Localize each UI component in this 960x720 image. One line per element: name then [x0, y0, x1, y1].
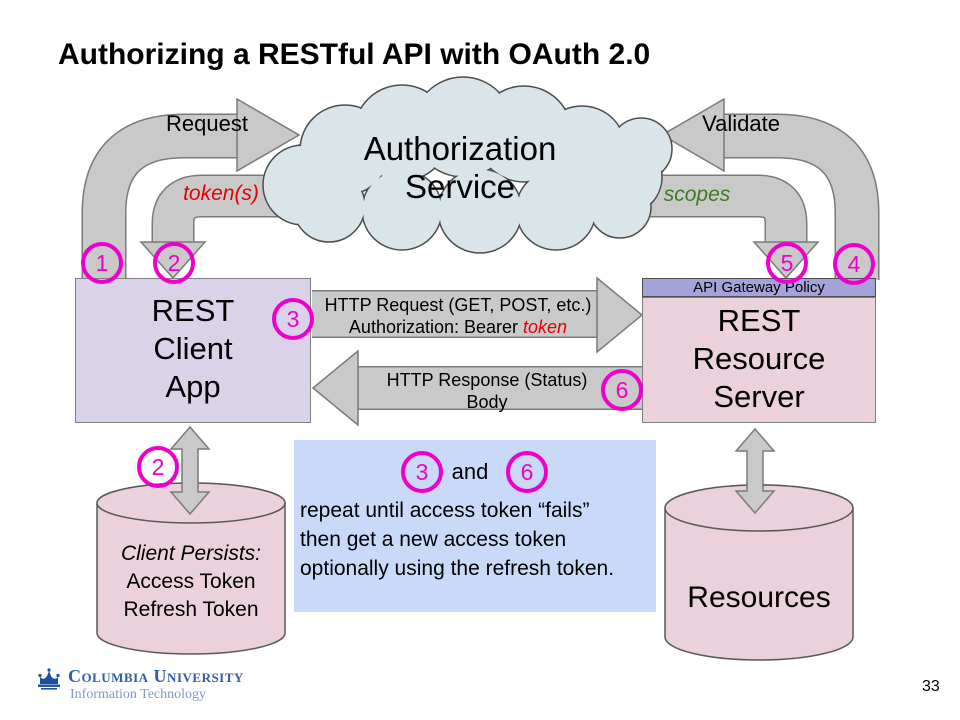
columbia-wordmark: Columbia University [68, 666, 244, 686]
step-marker-3-note: 3 [401, 451, 443, 493]
validate-label: Validate [702, 111, 780, 136]
validate-arrow [660, 97, 880, 280]
note-line3: optionally using the refresh token. [300, 557, 615, 580]
http-response-line2: Body [466, 392, 508, 412]
client-store-double-arrow [169, 425, 211, 516]
step-marker-2-persist: 2 [137, 446, 179, 488]
request-arrow [81, 97, 301, 280]
resources-cylinder [664, 484, 854, 661]
step-marker-6: 6 [601, 369, 643, 411]
client-store-line2: Access Token [126, 570, 256, 593]
step-marker-5-number: 5 [780, 249, 794, 276]
http-request-line2: Authorization: Bearer token [325, 316, 592, 338]
note-line2: then get a new access token [300, 528, 567, 551]
columbia-logo: Columbia University Information Technolo… [36, 666, 244, 703]
step-marker-6-note-number: 6 [520, 458, 534, 485]
columbia-dept: Information Technology [70, 687, 207, 702]
note-panel [294, 440, 656, 612]
bearer-prefix: Authorization: Bearer [348, 317, 524, 337]
client-store-line1: Client Persists: [120, 542, 262, 565]
cloud-label: Authorization Service [364, 130, 557, 206]
client-line3: App [165, 369, 221, 404]
client-app-box: REST Client App [75, 278, 311, 423]
step-marker-6-number: 6 [615, 376, 629, 403]
server-line1: REST [717, 303, 801, 338]
step-marker-4-number: 4 [847, 250, 861, 277]
client-app-label: REST Client App [76, 279, 310, 406]
scopes-label: scopes [663, 183, 731, 206]
step-marker-3-number: 3 [286, 305, 300, 332]
step-marker-3-note-number: 3 [415, 458, 429, 485]
note-text: repeat until access token “fails” then g… [300, 496, 652, 583]
http-request-line1: HTTP Request (GET, POST, etc.) [324, 295, 592, 315]
server-line3: Server [713, 379, 805, 414]
step-marker-1-number: 1 [95, 249, 109, 276]
tokens-label: token(s) [183, 182, 259, 205]
step-marker-4: 4 [833, 243, 875, 285]
page-number: 33 [922, 678, 940, 695]
resource-server-box: REST Resource Server [642, 297, 876, 423]
client-store-label: Client Persists: Access Token Refresh To… [97, 540, 285, 624]
slide-title: Authorizing a RESTful API with OAuth 2.0 [58, 38, 651, 71]
server-line2: Resource [692, 341, 826, 376]
http-response-label: HTTP Response (Status) Body [387, 369, 588, 413]
bearer-token-text: token [523, 317, 568, 337]
cloud-label-line1: Authorization [363, 130, 557, 167]
server-resources-double-arrow [734, 427, 776, 515]
http-request-label: HTTP Request (GET, POST, etc.) Authoriza… [325, 294, 592, 338]
cloud-label-line2: Service [404, 168, 516, 205]
http-request-arrow [312, 276, 644, 354]
resources-label: Resources [687, 581, 831, 614]
note-line1: repeat until access token “fails” [300, 499, 590, 522]
client-line1: REST [151, 293, 235, 328]
request-label: Request [166, 111, 248, 136]
step-marker-1: 1 [81, 242, 123, 284]
authorization-cloud [262, 76, 673, 254]
step-marker-2-persist-number: 2 [151, 453, 165, 480]
http-response-arrow [311, 349, 645, 427]
client-store-line3: Refresh Token [123, 598, 259, 621]
http-response-line1: HTTP Response (Status) [386, 370, 588, 390]
step-marker-5: 5 [766, 242, 808, 284]
step-marker-2: 2 [153, 242, 195, 284]
client-line2: Client [153, 331, 233, 366]
step-marker-3: 3 [272, 298, 314, 340]
crown-icon [38, 668, 60, 690]
resource-server-label: REST Resource Server [643, 298, 875, 416]
step-marker-6-note: 6 [506, 451, 548, 493]
note-and: and [451, 459, 489, 484]
step-marker-2-number: 2 [167, 249, 181, 276]
